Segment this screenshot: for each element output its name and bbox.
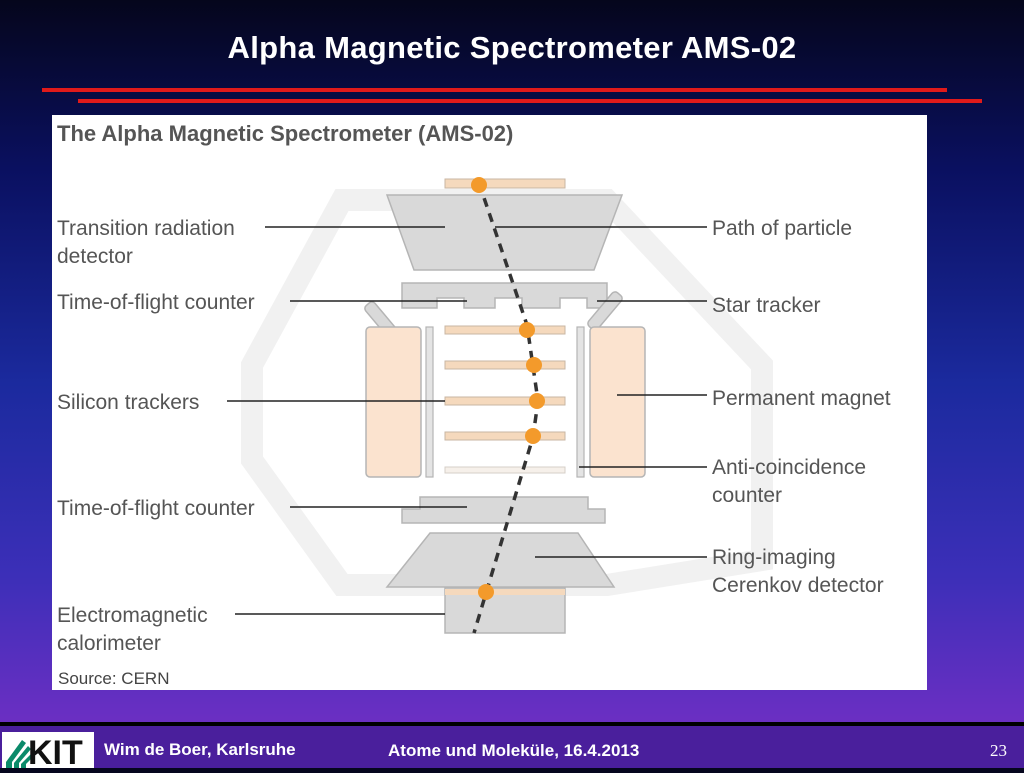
label-ecal-line2: calorimeter [57, 632, 161, 655]
title-underline-upper [42, 88, 947, 92]
ams-diagram-figure: The Alpha Magnetic Spectrometer (AMS-02)… [52, 115, 927, 690]
label-path-of-particle: Path of particle [712, 217, 852, 240]
silicon-tracker-plane-5 [444, 466, 566, 474]
anti-coincidence-counter-left [425, 326, 434, 478]
kit-logo-text: KIT [28, 734, 83, 768]
label-rich-line1: Ring-imaging [712, 546, 836, 569]
page-number: 23 [990, 741, 1007, 760]
footer-divider [0, 722, 1024, 726]
label-acc-line2: counter [712, 484, 782, 507]
label-tof-bottom: Time-of-flight counter [57, 497, 255, 520]
kit-logo-icon: KIT [6, 734, 83, 772]
ring-imaging-cerenkov-detector [385, 532, 616, 588]
label-acc-line1: Anti-coincidence [712, 456, 866, 479]
figure-heading: The Alpha Magnetic Spectrometer (AMS-02) [57, 121, 513, 146]
tof-counter-top [401, 282, 608, 309]
electromagnetic-calorimeter [444, 587, 566, 634]
calorimeter-top-layer [445, 589, 565, 595]
particle-hit-point [471, 177, 487, 193]
tof-counter-bottom [401, 496, 606, 524]
permanent-magnet-left [365, 326, 422, 478]
anti-coincidence-counter-right [576, 326, 585, 478]
label-ecal-line1: Electromagnetic [57, 604, 208, 627]
figure-source: Source: CERN [58, 669, 169, 688]
permanent-magnet-right [589, 326, 646, 478]
particle-hit-point [519, 322, 535, 338]
silicon-tracker-plane-2 [444, 360, 566, 370]
particle-hit-point [525, 428, 541, 444]
label-trd-line2: detector [57, 245, 133, 268]
title-underline-lower [78, 99, 982, 103]
particle-hit-point [526, 357, 542, 373]
slide-title: Alpha Magnetic Spectrometer AMS-02 [227, 30, 797, 65]
ams-diagram: The Alpha Magnetic Spectrometer (AMS-02)… [57, 121, 891, 688]
transition-radiation-detector [385, 194, 624, 271]
label-silicon-trackers: Silicon trackers [57, 391, 199, 414]
label-trd-line1: Transition radiation [57, 217, 235, 240]
label-permanent-magnet: Permanent magnet [712, 387, 891, 410]
silicon-tracker-plane-4 [444, 431, 566, 441]
left-leader-lines [227, 226, 467, 615]
label-star-tracker: Star tracker [712, 294, 821, 317]
right-leader-lines [495, 226, 707, 558]
kit-logo: KIT [2, 732, 94, 772]
particle-hit-point [529, 393, 545, 409]
top-detector-strip [444, 178, 566, 189]
footer [0, 726, 1024, 768]
particle-hit-point [478, 584, 494, 600]
footer-author: Wim de Boer, Karlsruhe [104, 740, 296, 759]
footer-course-date: Atome und Moleküle, 16.4.2013 [388, 741, 640, 760]
silicon-tracker-plane-3 [444, 396, 566, 406]
label-tof-top: Time-of-flight counter [57, 291, 255, 314]
label-rich-line2: Cerenkov detector [712, 574, 884, 597]
silicon-tracker-plane-1 [444, 325, 566, 335]
